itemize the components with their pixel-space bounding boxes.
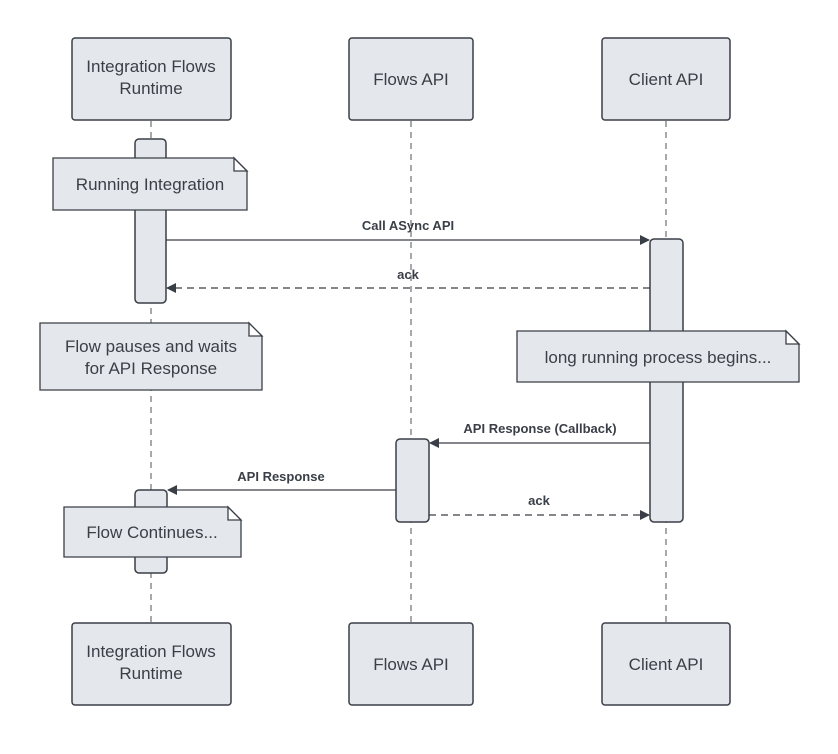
- message-ack-2-label: ack: [528, 493, 550, 508]
- participant-runtime-bottom-line2: Runtime: [119, 664, 182, 683]
- message-ack-1: ack: [166, 267, 650, 293]
- note-flow-pauses-line2: for API Response: [85, 359, 217, 378]
- participant-runtime-bottom-line1: Integration Flows: [86, 642, 215, 661]
- note-flow-pauses: Flow pauses and waits for API Response: [39, 321, 264, 391]
- activation-flows-api: [395, 438, 430, 523]
- message-ack-2: ack: [429, 493, 650, 520]
- participant-client-api-bottom: Client API: [601, 622, 731, 706]
- participant-client-api-top-label: Client API: [629, 70, 704, 89]
- note-flow-pauses-line1: Flow pauses and waits: [65, 337, 237, 356]
- note-flow-continues: Flow Continues...: [63, 505, 243, 558]
- participant-flows-api-top-label: Flows API: [373, 70, 449, 89]
- participant-flows-api-top: Flows API: [348, 37, 474, 121]
- participant-runtime-top-line1: Integration Flows: [86, 57, 215, 76]
- message-call-async-api-label: Call ASync API: [362, 218, 454, 233]
- participant-flows-api-bottom: Flows API: [348, 622, 474, 706]
- message-api-response: API Response: [167, 469, 396, 495]
- note-long-running: long running process begins...: [516, 329, 801, 383]
- participant-client-api-top: Client API: [601, 37, 731, 121]
- participant-client-api-bottom-label: Client API: [629, 655, 704, 674]
- message-api-response-label: API Response: [237, 469, 324, 484]
- message-api-response-callback-label: API Response (Callback): [463, 421, 616, 436]
- note-flow-continues-text: Flow Continues...: [86, 523, 217, 542]
- participant-runtime-top-line2: Runtime: [119, 79, 182, 98]
- participant-runtime-bottom: Integration Flows Runtime: [71, 622, 232, 706]
- participant-flows-api-bottom-label: Flows API: [373, 655, 449, 674]
- message-api-response-callback: API Response (Callback): [429, 421, 650, 448]
- message-call-async-api: Call ASync API: [166, 218, 650, 245]
- participant-runtime-top: Integration Flows Runtime: [71, 37, 232, 121]
- note-running-integration-text: Running Integration: [76, 175, 224, 194]
- note-long-running-text: long running process begins...: [545, 348, 772, 367]
- note-running-integration: Running Integration: [52, 156, 249, 211]
- message-ack-1-label: ack: [397, 267, 419, 282]
